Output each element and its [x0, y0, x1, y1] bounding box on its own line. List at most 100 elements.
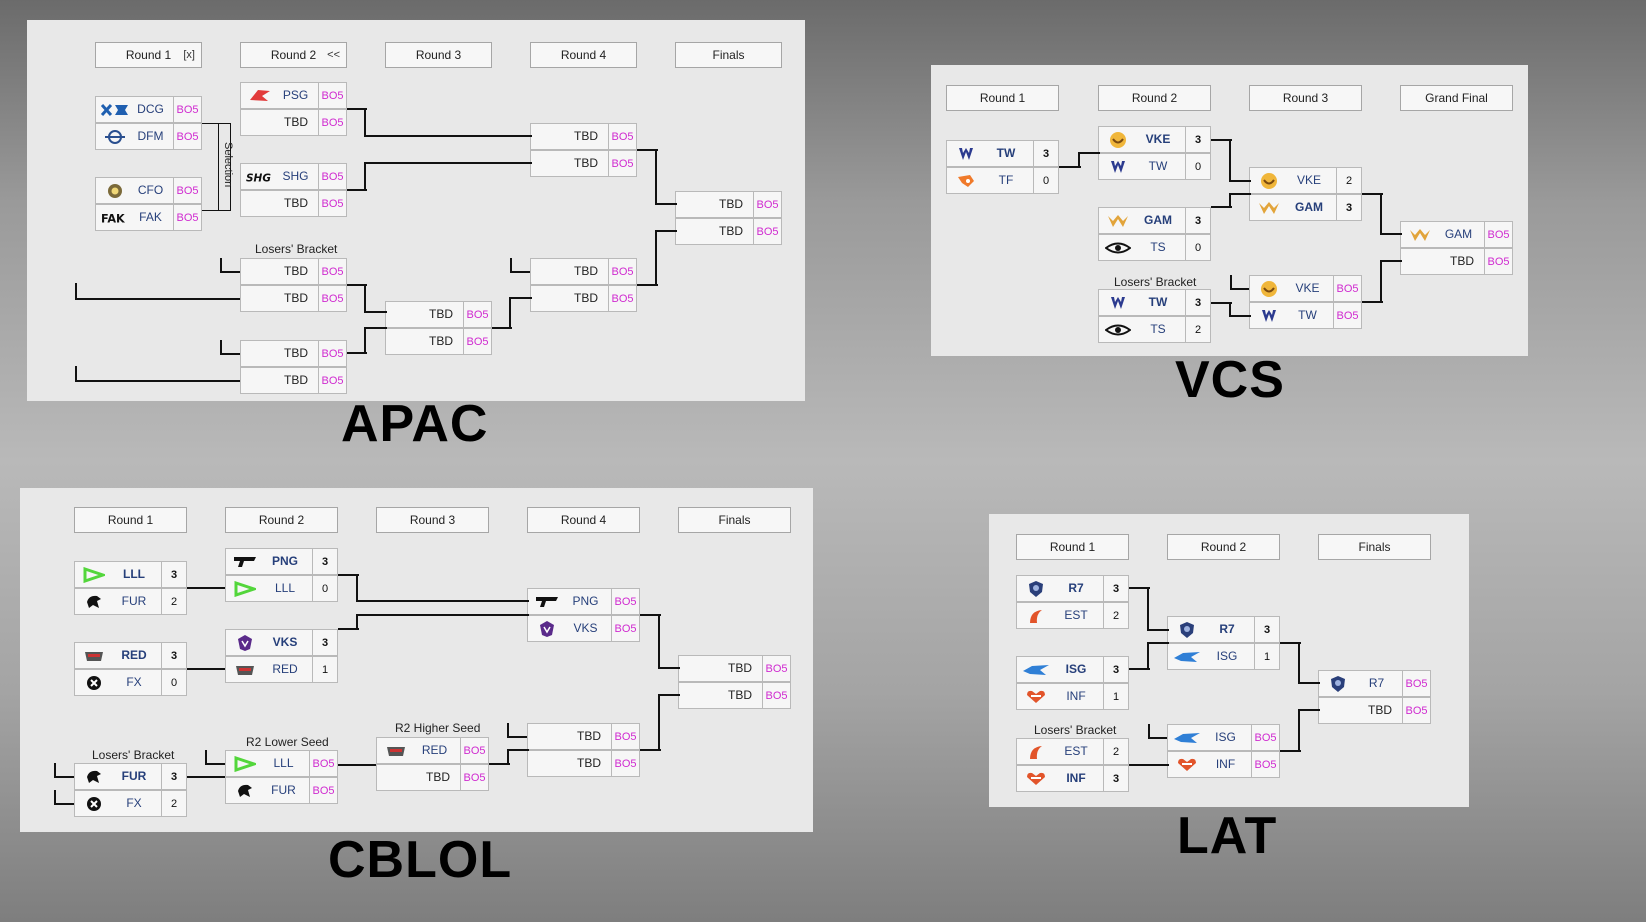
vcs-header-4[interactable]: Grand Final [1400, 85, 1513, 111]
apac-header-round-1[interactable]: Round 1[x] [95, 42, 202, 68]
cblol-header-3[interactable]: Round 3 [376, 507, 489, 533]
apac-header-round-2-toggle-icon[interactable]: << [327, 49, 340, 61]
apac-header-round-5[interactable]: Finals [675, 42, 782, 68]
apac-header-round-3[interactable]: Round 3 [385, 42, 492, 68]
bracket-connector [338, 628, 359, 630]
cblol-header-2[interactable]: Round 2 [225, 507, 338, 533]
team-name: TW [1148, 159, 1168, 173]
bracket-connector [187, 587, 225, 589]
cblol-header-5[interactable]: Finals [678, 507, 791, 533]
match-score: 0 [1185, 235, 1210, 260]
lat-header-3[interactable]: Finals [1318, 534, 1431, 560]
selection-label: Selection [222, 142, 234, 188]
bracket-connector [1148, 764, 1169, 766]
bracket-connector [1148, 629, 1169, 631]
vcs-header-3[interactable]: Round 3 [1249, 85, 1362, 111]
match-score: 2 [1103, 603, 1128, 628]
match-score: 3 [1254, 617, 1279, 642]
lat-header-2[interactable]: Round 2 [1167, 534, 1280, 560]
apac-header-round-4[interactable]: Round 4 [530, 42, 637, 68]
cblol-header-1[interactable]: Round 1 [74, 507, 187, 533]
apac-header-round-1-toggle-icon[interactable]: [x] [183, 49, 195, 61]
match-score: 0 [1033, 168, 1058, 193]
apac-header-round-2[interactable]: Round 2<< [240, 42, 347, 68]
team-name: TBD [426, 770, 450, 784]
cblol-header-4[interactable]: Round 4 [527, 507, 640, 533]
vcs-header-2[interactable]: Round 2 [1098, 85, 1211, 111]
lat-header-1[interactable]: Round 1 [1016, 534, 1129, 560]
vcs-header-1[interactable]: Round 1 [946, 85, 1059, 111]
bracket-connector [1298, 709, 1300, 752]
cblol-losers-bracket-label: Losers' Bracket [92, 748, 175, 762]
bracket-connector [655, 230, 657, 286]
